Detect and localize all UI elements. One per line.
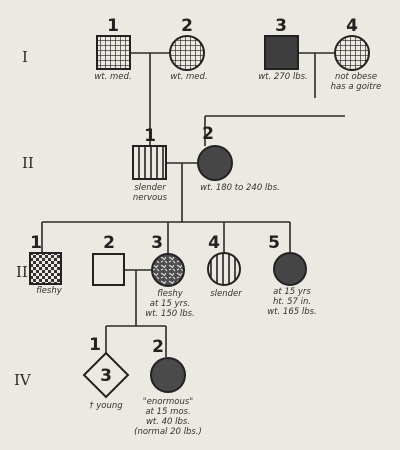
male-symbol-I-3: [264, 35, 299, 70]
individual-note-IV-2-2: wt. 40 lbs.: [146, 417, 190, 427]
individual-note-I-4-0: not obese: [335, 72, 377, 82]
individual-number-IV-2: 2: [152, 337, 164, 357]
individual-number-III-2: 2: [103, 233, 115, 253]
individual-number-II-1: 1: [144, 126, 156, 146]
individual-number-I-1: 1: [107, 16, 119, 36]
female-symbol-IV-2: [150, 357, 186, 393]
individual-IV-1: 3 1 † young: [82, 335, 130, 411]
male-symbol-II-1: [132, 145, 167, 180]
individual-note-III-5-2: wt. 165 lbs.: [267, 307, 317, 317]
individual-II-1: 1 slender nervous: [132, 126, 168, 203]
individual-note-IV-2-0: "enormous": [143, 397, 194, 407]
female-symbol-I-2: [169, 35, 205, 71]
individual-I-1: 1 wt. med.: [94, 16, 131, 82]
generation-label-I: I: [22, 48, 28, 66]
individual-III-3: 3 fleshy at 15 yrs. wt. 150 lbs.: [145, 233, 195, 319]
individual-III-1: 1 fleshy: [29, 233, 63, 296]
individual-number-IV-1: 1: [89, 335, 101, 355]
individual-number-I-2: 2: [181, 16, 193, 36]
individual-note-I-1-0: wt. med.: [94, 72, 131, 82]
female-symbol-III-3: [151, 253, 185, 287]
individual-II-2: 2 wt. 180 to 240 lbs.: [197, 124, 280, 193]
individual-note-III-4-0: slender: [210, 289, 242, 299]
male-symbol-I-1: [96, 35, 131, 70]
individual-note-III-3-2: wt. 150 lbs.: [145, 309, 195, 319]
individual-III-5: 5 at 15 yrs ht. 57 in. wt. 165 lbs.: [267, 233, 317, 317]
individual-note-III-3-1: at 15 yrs.: [150, 299, 190, 309]
individual-note-III-5-0: at 15 yrs: [273, 287, 311, 297]
male-symbol-III-2: [92, 253, 125, 286]
female-symbol-III-5: [273, 252, 307, 286]
individual-note-II-2-0: wt. 180 to 240 lbs.: [200, 183, 280, 193]
individual-note-III-1-0: fleshy: [36, 286, 63, 296]
individual-number-I-4: 4: [346, 16, 358, 36]
female-symbol-III-4: [207, 252, 241, 286]
diamond-symbol-IV-1: [82, 351, 130, 399]
individual-number-III-3: 3: [151, 233, 163, 253]
individual-note-III-5-1: ht. 57 in.: [273, 297, 311, 307]
generation-label-II: II: [22, 154, 34, 172]
individual-III-2: 2: [92, 233, 125, 286]
individual-I-2: 2 wt. med.: [169, 16, 208, 82]
individual-note-I-4-1: has a goitre: [331, 82, 382, 92]
individual-note-II-1-1: nervous: [133, 193, 168, 203]
female-symbol-II-2: [197, 145, 233, 181]
individual-note-IV-1-0: † young: [89, 401, 123, 411]
individual-III-4: 4 slender: [207, 233, 242, 299]
individual-number-III-5: 5: [268, 233, 280, 253]
male-symbol-III-1: [29, 252, 62, 285]
individual-note-IV-2-3: (normal 20 lbs.): [134, 427, 202, 437]
female-symbol-I-4: [334, 35, 370, 71]
individual-note-I-3-0: wt. 270 lbs.: [258, 72, 308, 82]
individual-note-III-3-0: fleshy: [157, 289, 184, 299]
individual-number-II-2: 2: [202, 124, 214, 144]
individual-I-3: 3 wt. 270 lbs.: [258, 16, 308, 82]
generation-label-IV: IV: [14, 371, 32, 389]
inner-count-IV-1: 3: [100, 366, 112, 386]
individual-I-4: 4 not obese has a goitre: [331, 16, 382, 92]
individual-number-III-4: 4: [208, 233, 220, 253]
individual-note-I-2-0: wt. med.: [170, 72, 207, 82]
individual-number-I-3: 3: [275, 16, 287, 36]
individual-IV-2: 2 "enormous" at 15 mos. wt. 40 lbs. (nor…: [134, 337, 202, 437]
individual-note-IV-2-1: at 15 mos.: [145, 407, 190, 417]
individual-number-III-1: 1: [30, 233, 42, 253]
individual-note-II-1-0: slender: [134, 183, 166, 193]
pedigree-lines: [41, 52, 345, 357]
